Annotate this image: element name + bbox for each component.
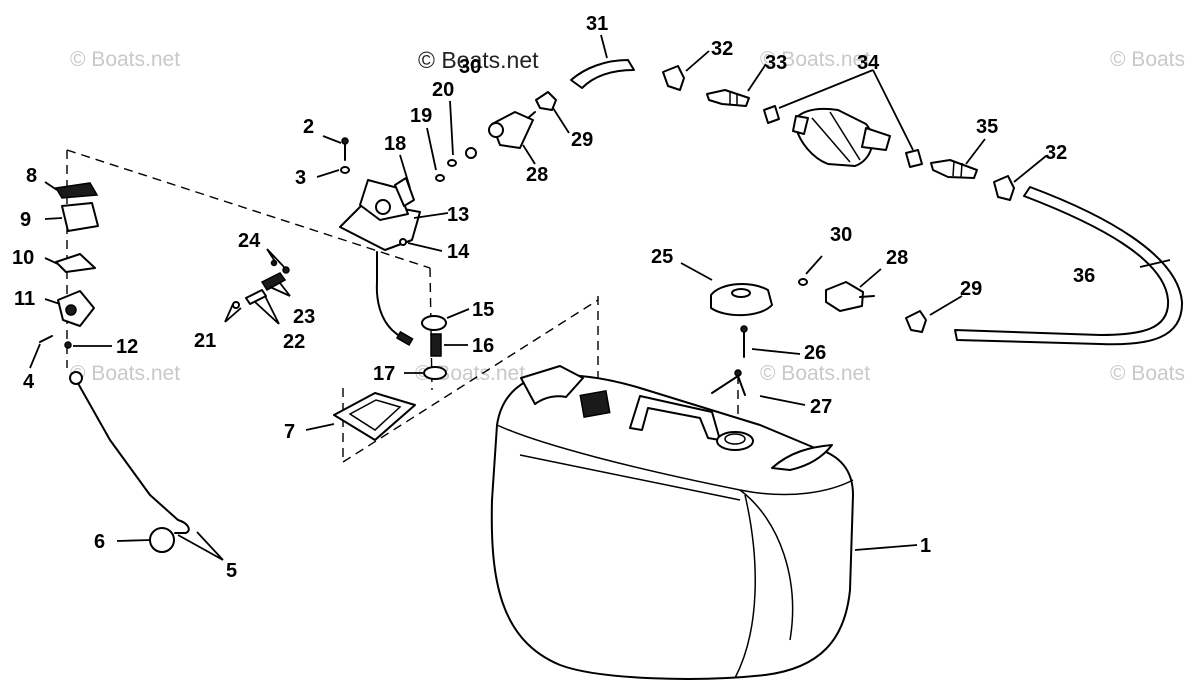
callout-27: 27 [810,396,832,418]
watermark-mid-far-right: © Boats [1110,362,1185,385]
callout-3: 3 [295,167,306,189]
callout-numbers: 1 2 3 4 5 6 7 8 9 10 11 12 13 14 15 16 1… [12,13,1095,582]
callout-22: 22 [283,331,305,353]
leader-lines [29,34,1171,561]
watermark-header: © Boats.net [418,47,539,73]
cover-8 [54,182,99,199]
o-ring-30-top [465,147,477,159]
callout-13: 13 [447,204,469,226]
clamp-34-right [905,149,923,168]
callout-9: 9 [20,209,31,231]
spring-20 [447,159,457,167]
callout-4: 4 [23,371,35,393]
washer-17 [423,366,447,380]
callout-15: 15 [472,299,494,321]
connector-28 [825,281,875,312]
callout-29-right: 29 [960,278,982,300]
callout-16: 16 [472,335,494,357]
seal-19 [435,174,445,182]
fuel-tank [490,365,854,680]
clamp-34-left [763,105,780,124]
watermark-mid-right: © Boats.net [760,362,870,385]
watermark-mid-left: © Boats.net [70,362,180,385]
callout-7: 7 [284,421,295,443]
callout-34: 34 [857,52,880,74]
callout-10: 10 [12,247,34,269]
screw-12 [64,341,72,349]
screw-4 [39,335,53,343]
disc-15 [421,315,447,331]
callout-30-top: 30 [459,56,481,78]
clamp-29-top [535,91,557,111]
clamp-32 [993,175,1015,201]
callout-29-top: 29 [571,129,593,151]
callout-28-top: 28 [526,164,548,186]
tank-handle-left [520,365,584,405]
callout-14: 14 [447,241,470,263]
callout-31: 31 [586,13,608,35]
vent-screw-26 [740,325,748,358]
screw-2 [341,137,349,161]
callout-2: 2 [303,116,314,138]
fitting-35 [930,159,978,179]
callout-5: 5 [226,560,237,582]
tank-handle-right [771,444,833,471]
watermark-top-left: © Boats.net [70,48,180,71]
clamp-29 [905,310,927,333]
filler-cap [710,283,773,317]
housing-9 [61,202,99,232]
vent-chain-27 [711,369,746,396]
callout-12: 12 [116,336,138,358]
washer-3 [340,166,350,174]
o-ring-30 [798,278,808,286]
callout-32-right: 32 [1045,142,1067,164]
watermark-top-mid: © Boats.net [760,48,870,71]
callout-30-right: 30 [830,224,852,246]
callout-6: 6 [94,531,105,553]
callout-21: 21 [194,330,216,352]
callout-33: 33 [765,52,787,74]
float-arm [69,371,190,534]
callout-24: 24 [238,230,261,252]
callout-19: 19 [410,105,432,127]
float [149,527,175,553]
fuel-gauge-pickup-assembly [339,177,421,346]
callout-11: 11 [14,288,35,310]
callout-26: 26 [804,342,826,364]
callout-28-right: 28 [886,247,908,269]
primer-bulb [792,108,891,167]
fitting-33 [706,89,750,107]
callout-20: 20 [432,79,454,101]
callout-1: 1 [920,535,931,557]
callout-32-top: 32 [711,38,733,60]
callout-18: 18 [384,133,406,155]
hose-31 [570,59,635,89]
callout-23: 23 [293,306,315,328]
gasket [333,392,416,441]
callout-35: 35 [976,116,998,138]
fuel-hose-36 [954,186,1184,346]
washer-14 [399,238,407,246]
clamp-32-top [662,65,685,91]
callout-36: 36 [1073,265,1095,287]
spring-16 [430,333,442,357]
connector-28-top [488,111,536,149]
watermarks: © Boats.net © Boats.net © Boats © Boats.… [70,47,1185,385]
tank-gauge-opening [579,390,611,418]
tank-carry-handle [629,395,721,441]
watermark-top-right: © Boats [1110,48,1185,71]
callout-17: 17 [373,363,395,385]
plate-10 [55,253,96,273]
callout-8: 8 [26,165,37,187]
callout-25: 25 [651,246,673,268]
